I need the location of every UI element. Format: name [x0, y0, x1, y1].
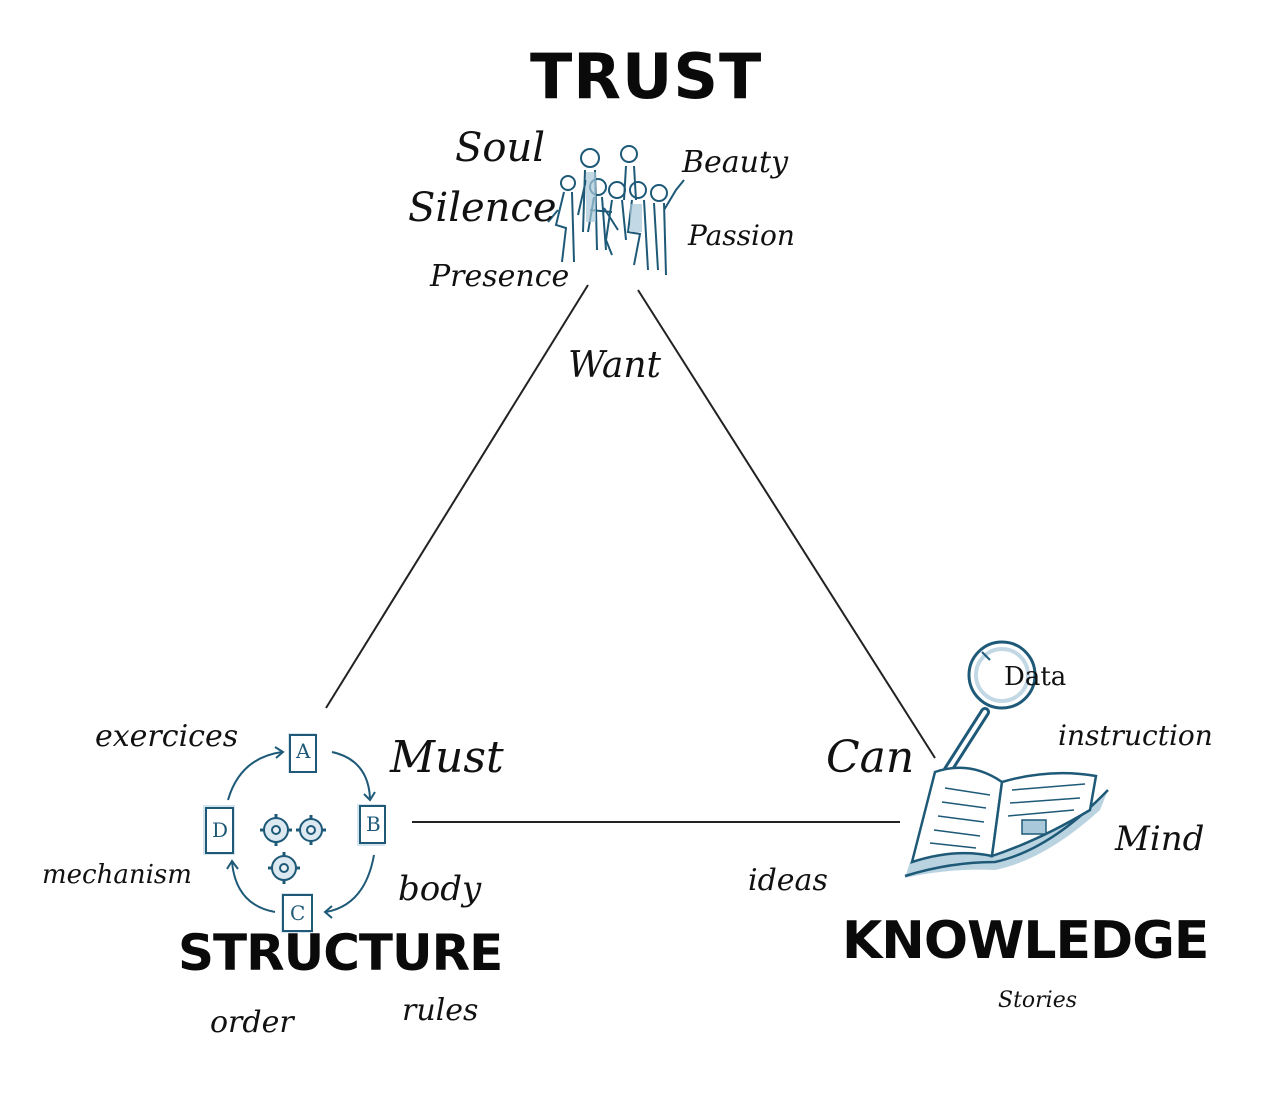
trust-word-soul: Soul: [455, 125, 546, 171]
trust-title: TRUST: [530, 40, 763, 113]
cycle-step-a: A: [296, 739, 311, 763]
edge-label-must: Must: [390, 732, 504, 783]
edge-trust-knowledge: [637, 289, 936, 759]
magnifier-text: Data: [1004, 662, 1067, 692]
cycle-step-d: D: [212, 818, 229, 842]
process-cycle-icon: [203, 733, 386, 933]
edge-trust-structure: [325, 284, 589, 709]
knowledge-word-instruction: instruction: [1058, 719, 1213, 752]
knowledge-word-ideas: ideas: [748, 863, 828, 898]
trust-word-silence: Silence: [408, 185, 557, 231]
magnifier-icon: [943, 640, 1037, 775]
edge-label-can: Can: [826, 732, 915, 783]
knowledge-word-mind: Mind: [1115, 819, 1205, 859]
knowledge-word-stories: Stories: [998, 988, 1078, 1013]
people-group-icon: [547, 145, 685, 276]
trust-word-beauty: Beauty: [682, 145, 789, 180]
structure-word-exercices: exercices: [95, 719, 239, 754]
structure-word-mechanism: mechanism: [42, 860, 192, 890]
edge-label-want: Want: [568, 345, 661, 386]
cycle-step-b: B: [366, 812, 381, 836]
trust-word-presence: Presence: [430, 259, 570, 294]
structure-title: STRUCTURE: [178, 924, 503, 982]
structure-word-body: body: [398, 869, 482, 909]
open-book-icon: [904, 766, 1109, 878]
structure-word-order: order: [210, 1005, 294, 1040]
knowledge-title: KNOWLEDGE: [842, 911, 1209, 971]
structure-word-rules: rules: [402, 993, 479, 1028]
trust-word-passion: Passion: [688, 219, 795, 252]
cycle-step-c: C: [290, 901, 306, 925]
